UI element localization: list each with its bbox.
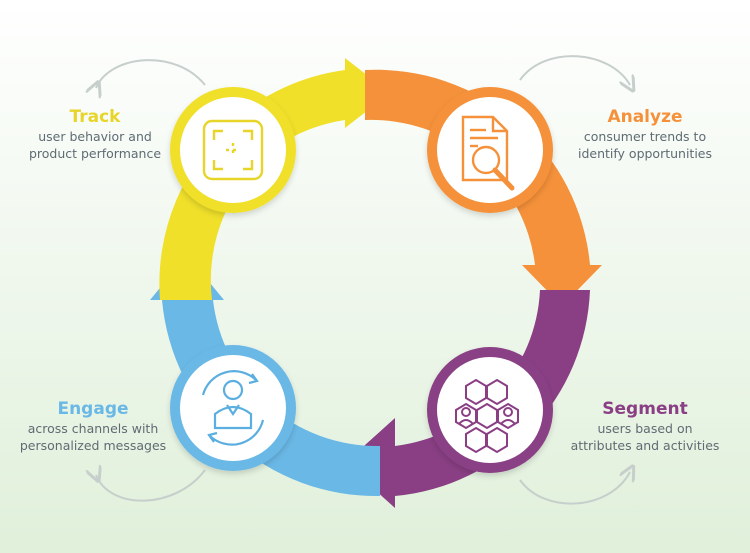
analyze-title: Analyze: [607, 107, 683, 127]
user-refresh-icon: [201, 370, 265, 446]
track-desc-line2: product performance: [28, 146, 162, 161]
segment-title: Segment: [602, 399, 688, 419]
arc-engage-to-track: [150, 255, 380, 497]
hexagon-users-icon: [455, 378, 519, 454]
engage-node: [170, 345, 296, 471]
track-label: Track user behavior and product performa…: [10, 106, 180, 162]
segment-desc-line2: attributes and activities: [570, 438, 720, 453]
gray-curve-arrow-top-right: [519, 55, 630, 85]
segment-label: Segment users based on attributes and ac…: [555, 398, 735, 454]
gray-curve-arrow-bottom-left: [96, 470, 206, 502]
analyze-label: Analyze consumer trends to identify oppo…: [560, 106, 730, 162]
gray-curve-arrow-bottom-right: [519, 472, 630, 505]
engage-title: Engage: [57, 399, 129, 419]
segment-node: [427, 347, 553, 473]
arc-analyze-to-segment: [365, 69, 602, 306]
arc-segment-to-engage: [345, 290, 590, 508]
analyze-desc-line1: consumer trends to: [583, 129, 707, 144]
document-magnifier-icon: [461, 115, 515, 191]
track-title: Track: [69, 107, 121, 127]
engage-label: Engage across channels with personalized…: [8, 398, 178, 454]
gray-curve-arrow-top-left: [96, 59, 206, 88]
engage-desc-line1: across channels with: [27, 421, 159, 436]
engage-desc-line2: personalized messages: [19, 438, 167, 453]
track-desc-line1: user behavior and: [38, 129, 152, 144]
track-node: [170, 87, 296, 213]
segment-desc-line1: users based on: [597, 421, 693, 436]
scan-frame-icon: [202, 119, 264, 181]
analyze-desc-line2: identify opportunities: [577, 146, 713, 161]
analyze-node: [427, 87, 553, 213]
